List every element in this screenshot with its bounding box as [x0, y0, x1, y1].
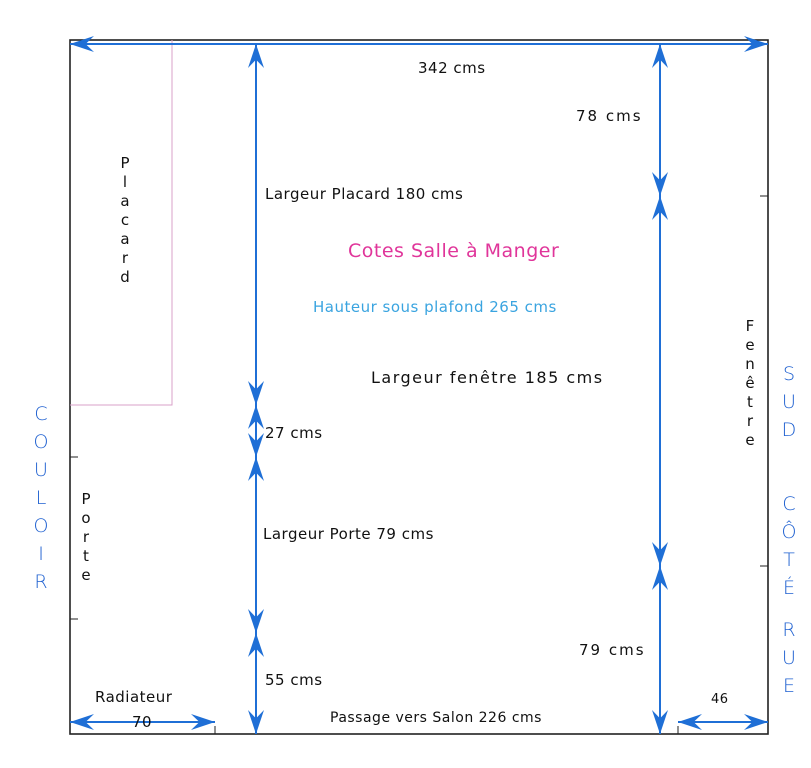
- fenetre-letter: F: [745, 317, 755, 335]
- porte-letter: r: [82, 528, 90, 546]
- cote-rue-letter: E: [782, 675, 795, 697]
- arrow-gap-27: [248, 405, 264, 457]
- porte-letter: e: [81, 566, 91, 584]
- placard-letter: d: [120, 268, 130, 286]
- arrowhead: [248, 44, 264, 68]
- arrowhead: [652, 710, 668, 734]
- gap-27-label: 27 cms: [265, 424, 323, 442]
- arrow-radiator: [70, 714, 215, 730]
- corner-label: 46: [711, 692, 729, 707]
- arrowhead: [652, 566, 668, 590]
- couloir-letter: O: [33, 431, 49, 453]
- gap-55-label: 55 cms: [265, 671, 323, 689]
- arrowhead: [744, 714, 768, 730]
- arrow-door-width: [248, 457, 264, 633]
- fenetre-letter: r: [746, 412, 754, 430]
- arrowhead: [248, 433, 264, 457]
- bottom-right-label: 79 cms: [579, 641, 646, 659]
- cote-rue-note: C Ô T É R U E: [776, 490, 802, 700]
- arrowhead: [70, 714, 94, 730]
- arrow-window-width: [652, 196, 668, 566]
- room-outline: [69, 39, 769, 735]
- ceiling-height-label: Hauteur sous plafond 265 cms: [313, 298, 557, 316]
- couloir-letter: O: [33, 515, 49, 537]
- sud-letter: S: [782, 363, 796, 385]
- cote-rue-letter: É: [782, 577, 795, 599]
- arrowhead: [652, 542, 668, 566]
- passage-label: Passage vers Salon 226 cms: [330, 710, 542, 726]
- arrowhead: [652, 172, 668, 196]
- arrow-total-width: [70, 36, 768, 52]
- fenetre-letter: ê: [745, 374, 755, 392]
- couloir-letter: R: [34, 571, 48, 593]
- closet-width-label: Largeur Placard 180 cms: [265, 185, 464, 203]
- arrow-top-right: [652, 44, 668, 196]
- arrow-closet-width: [248, 44, 264, 405]
- arrowhead: [744, 36, 768, 52]
- sud-letter: U: [782, 391, 796, 413]
- arrowhead: [652, 196, 668, 220]
- placard-letter: P: [120, 154, 130, 172]
- arrowhead: [248, 405, 264, 429]
- placard-letter: r: [121, 249, 129, 267]
- placard-letter: l: [122, 173, 128, 191]
- couloir-note: C O U L O I R: [28, 400, 54, 596]
- placard-letter: a: [120, 192, 130, 210]
- couloir-letter: I: [38, 543, 44, 565]
- closet-outline: [70, 40, 173, 406]
- arrowhead: [191, 714, 215, 730]
- couloir-letter: C: [34, 403, 48, 425]
- cote-rue-letter: U: [782, 647, 796, 669]
- arrowhead: [248, 633, 264, 657]
- arrow-gap-55: [248, 633, 264, 734]
- arrowhead: [248, 710, 264, 734]
- cote-rue-letter: T: [783, 549, 795, 571]
- placard-letter: a: [120, 230, 130, 248]
- cote-rue-letter: Ô: [781, 521, 797, 543]
- sud-note: S U D: [776, 360, 802, 444]
- radiator-label: Radiateur: [95, 688, 173, 706]
- arrowhead: [248, 609, 264, 633]
- total-width-label: 342 cms: [418, 59, 486, 77]
- fenetre-label: F e n ê t r e: [741, 317, 759, 450]
- top-right-label: 78 cms: [576, 107, 643, 125]
- arrowhead: [248, 457, 264, 481]
- fenetre-letter: e: [745, 336, 755, 354]
- cote-rue-letter: R: [782, 619, 796, 641]
- fenetre-letter: e: [745, 431, 755, 449]
- sud-letter: D: [781, 419, 797, 441]
- arrowhead: [248, 381, 264, 405]
- diagram-title: Cotes Salle à Manger: [348, 240, 560, 262]
- porte-letter: o: [81, 509, 91, 527]
- porte-label: P o r t e: [77, 490, 95, 585]
- arrowhead: [70, 36, 94, 52]
- arrow-bottom-right: [652, 566, 668, 734]
- placard-letter: c: [120, 211, 130, 229]
- arrowhead: [678, 714, 702, 730]
- fenetre-letter: n: [745, 355, 755, 373]
- couloir-letter: L: [35, 487, 47, 509]
- placard-label: P l a c a r d: [116, 154, 134, 287]
- couloir-letter: U: [34, 459, 48, 481]
- door-width-label: Largeur Porte 79 cms: [263, 525, 434, 543]
- fenetre-letter: t: [747, 393, 753, 411]
- window-width-label: Largeur fenêtre 185 cms: [371, 368, 604, 387]
- porte-letter: P: [81, 490, 91, 508]
- cote-rue-letter: C: [782, 493, 796, 515]
- arrow-corner: [678, 714, 768, 730]
- radiator-value: 70: [132, 713, 153, 731]
- arrowhead: [652, 44, 668, 68]
- porte-letter: t: [83, 547, 89, 565]
